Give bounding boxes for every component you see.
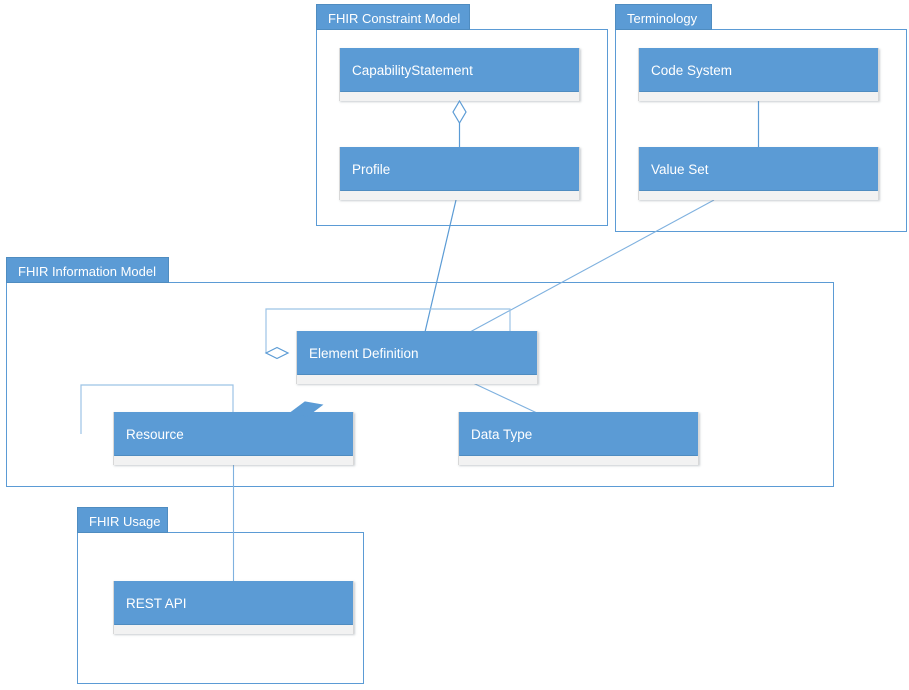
class-profile[interactable]: Profile [339, 147, 580, 200]
class-compartment-code-system [639, 92, 878, 101]
class-compartment-capability-statement [340, 92, 579, 101]
package-label-fhir-usage: FHIR Usage [89, 514, 161, 529]
package-label-fhir-constraint-model: FHIR Constraint Model [328, 11, 461, 26]
class-title-code-system: Code System [639, 48, 878, 92]
class-data-type[interactable]: Data Type [458, 412, 699, 465]
class-capability-statement[interactable]: CapabilityStatement [339, 48, 580, 101]
class-title-value-set: Value Set [639, 147, 878, 191]
class-title-profile: Profile [340, 147, 579, 191]
class-title-resource: Resource [114, 412, 353, 456]
class-compartment-resource [114, 456, 353, 465]
package-tab-fhir-usage[interactable]: FHIR Usage [77, 507, 168, 533]
package-label-terminology: Terminology [627, 11, 698, 26]
package-tab-terminology[interactable]: Terminology [615, 4, 712, 30]
class-code-system[interactable]: Code System [638, 48, 879, 101]
class-title-capability-statement: CapabilityStatement [340, 48, 579, 92]
class-title-data-type: Data Type [459, 412, 698, 456]
class-compartment-data-type [459, 456, 698, 465]
package-tab-fhir-constraint-model[interactable]: FHIR Constraint Model [316, 4, 470, 30]
class-title-rest-api: REST API [114, 581, 353, 625]
class-resource[interactable]: Resource [113, 412, 354, 465]
package-label-fhir-information-model: FHIR Information Model [18, 264, 156, 279]
class-compartment-value-set [639, 191, 878, 200]
class-compartment-profile [340, 191, 579, 200]
class-element-definition[interactable]: Element Definition [296, 331, 538, 384]
class-compartment-element-definition [297, 375, 537, 384]
class-value-set[interactable]: Value Set [638, 147, 879, 200]
class-compartment-rest-api [114, 625, 353, 634]
class-rest-api[interactable]: REST API [113, 581, 354, 634]
class-title-element-definition: Element Definition [297, 331, 537, 375]
package-tab-fhir-information-model[interactable]: FHIR Information Model [6, 257, 169, 283]
